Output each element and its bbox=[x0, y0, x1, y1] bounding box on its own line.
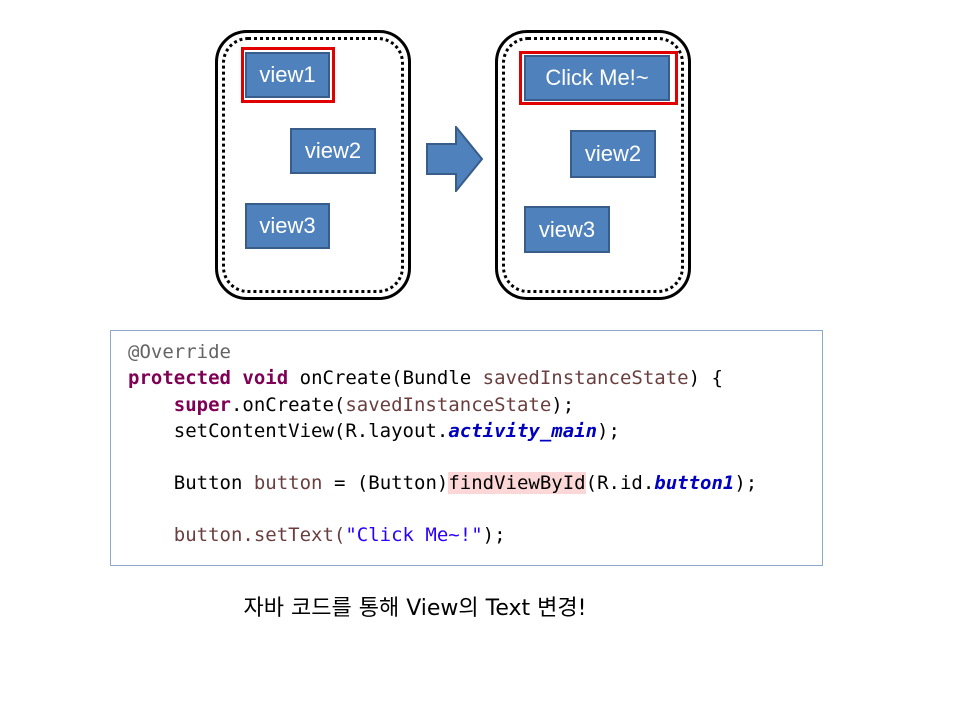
code-line-4: setContentView(R.layout.activity_main); bbox=[128, 418, 620, 444]
code-end-6: ); bbox=[482, 524, 506, 546]
annotation-text: @Override bbox=[128, 341, 231, 363]
set-text-call: button.setText( bbox=[173, 524, 346, 546]
field-button1: button1 bbox=[654, 472, 735, 494]
code-line-3: super.onCreate(savedInstanceState); bbox=[128, 392, 574, 418]
field-activity-main: activity_main bbox=[448, 420, 598, 442]
code-end-4: ); bbox=[597, 420, 620, 442]
cast-button: = (Button) bbox=[333, 472, 449, 494]
method-find-view-by-id: findViewById bbox=[448, 472, 586, 494]
caption: 자바 코드를 통해 View의 Text 변경! bbox=[243, 596, 587, 621]
code-end-5: ); bbox=[734, 472, 758, 494]
view3-box: view3 bbox=[245, 203, 330, 249]
code-line-5: Button button = (Button)findViewById(R.i… bbox=[128, 470, 757, 496]
kw-void: void bbox=[242, 367, 289, 389]
code-panel: @Override protected void onCreate(Bundle… bbox=[110, 330, 823, 566]
var-button: button bbox=[253, 472, 323, 494]
click-me-box: Click Me!~ bbox=[524, 55, 670, 101]
highlight-view1 bbox=[241, 47, 335, 103]
string-click-me: "Click Me~!" bbox=[345, 524, 483, 546]
view2-box-after: view2 bbox=[570, 130, 656, 178]
param-saved-state: savedInstanceState bbox=[482, 367, 689, 389]
super-oncreate-call: .onCreate( bbox=[230, 394, 346, 416]
code-end-3: ); bbox=[551, 394, 575, 416]
view2-box: view2 bbox=[290, 128, 376, 174]
type-button: Button bbox=[173, 472, 243, 494]
r-id-ref: (R.id. bbox=[585, 472, 655, 494]
code-line-6: button.setText("Click Me~!"); bbox=[128, 522, 506, 548]
view1-box: view1 bbox=[245, 52, 330, 98]
code-line-1: @Override bbox=[128, 339, 231, 365]
method-oncreate: onCreate(Bundle bbox=[299, 367, 472, 389]
code-line-2: protected void onCreate(Bundle savedInst… bbox=[128, 365, 723, 391]
param-saved-state-2: savedInstanceState bbox=[345, 394, 552, 416]
kw-protected: protected bbox=[128, 367, 231, 389]
highlight-click-me bbox=[519, 51, 678, 105]
code-paren-brace: ) { bbox=[688, 367, 723, 389]
view3-box-after: view3 bbox=[524, 206, 610, 253]
kw-super: super bbox=[173, 394, 231, 416]
right-arrow-icon bbox=[426, 126, 484, 192]
set-content-view-call: setContentView(R.layout. bbox=[173, 420, 449, 442]
